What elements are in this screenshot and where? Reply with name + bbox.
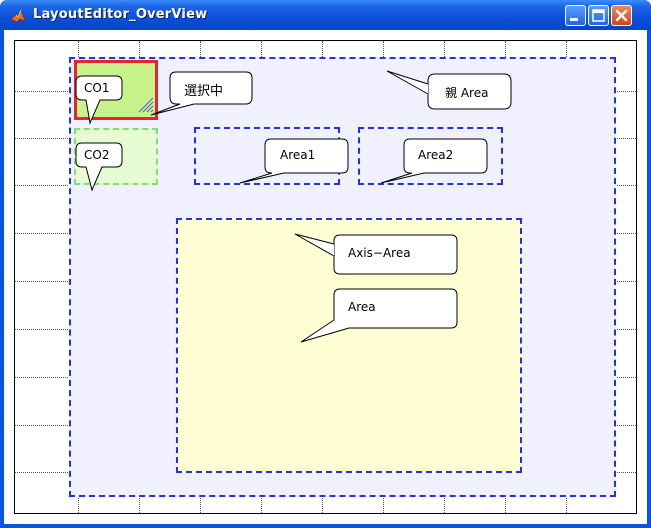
close-button[interactable] (611, 5, 632, 26)
area1-label: Area1 (280, 148, 316, 162)
axis-area-callout (333, 234, 458, 275)
co1-callout (75, 75, 123, 125)
minimize-button[interactable] (565, 5, 586, 26)
resize-handle-icon[interactable] (137, 96, 155, 114)
co2-label: CO2 (84, 148, 110, 162)
maximize-icon (592, 9, 605, 22)
parent-area-label: 親 Area (445, 86, 489, 100)
axis-area-label: Axis−Area (348, 246, 411, 260)
maximize-button[interactable] (588, 5, 609, 26)
parent-area-callout (427, 73, 512, 110)
close-icon (615, 9, 628, 22)
area2-label: Area2 (418, 148, 454, 162)
selected-label: 選択中 (184, 84, 224, 99)
matlab-icon (10, 8, 26, 23)
area2-callout (380, 138, 488, 184)
callout-layer (75, 70, 512, 343)
area-callout (333, 288, 458, 329)
window-title: LayoutEditor_OverView (33, 7, 208, 22)
selected-callout (150, 71, 253, 116)
co2-callout (75, 142, 123, 192)
minimize-icon (570, 18, 578, 21)
area2-box[interactable] (358, 127, 503, 185)
co1-label: CO1 (84, 81, 110, 95)
area-label: Area (348, 300, 376, 314)
figure-client-area: CO1 選択中 CO2 親 Area Area1 Area2 Axis−Area… (4, 30, 647, 524)
title-bar[interactable]: LayoutEditor_OverView (0, 0, 651, 30)
area1-callout (239, 138, 349, 184)
